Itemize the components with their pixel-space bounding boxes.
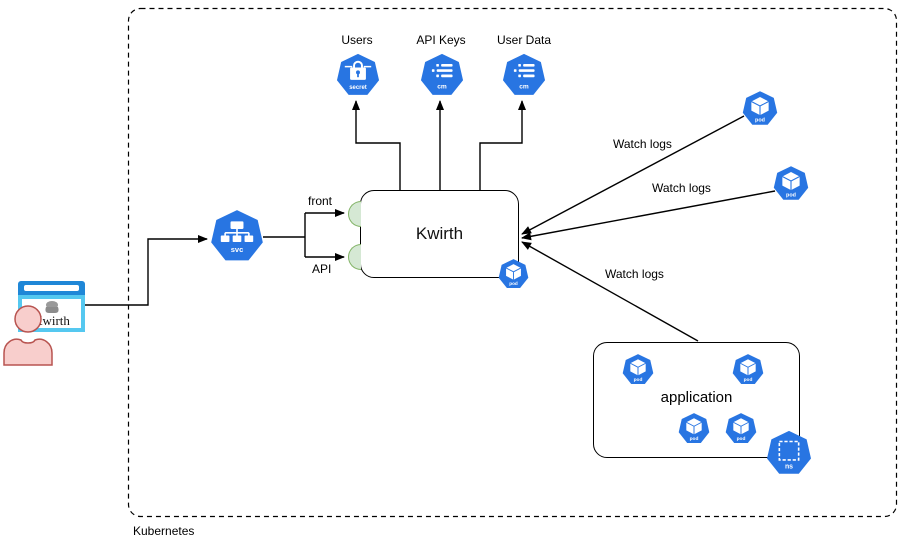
browser-title-bar [18, 281, 85, 295]
secret-icon: secret [336, 52, 380, 98]
browser-address-bar [24, 285, 79, 291]
configmap-icon: cm [420, 52, 464, 98]
connector-kwirth-to-cm2 [479, 100, 526, 190]
connector-kwirth-to-secret [352, 100, 401, 190]
watch-logs-label: Watch logs [652, 181, 711, 195]
service-icon: svc [210, 208, 264, 264]
secret-icon-label: secret [349, 85, 367, 91]
pod-icon-label: pod [744, 377, 753, 383]
configmap-icon-label: cm [437, 84, 447, 91]
namespace-icon: ns [766, 429, 812, 477]
pod-icon: pod [678, 412, 710, 445]
pod-icon-label: pod [509, 281, 518, 286]
pod-icon-label: pod [690, 436, 699, 442]
kubernetes-boundary [127, 7, 898, 518]
pod-icon-label: pod [634, 377, 643, 383]
pod-icon: pod [732, 353, 764, 386]
application-label: application [660, 389, 733, 406]
configmap-icon: cm [502, 52, 546, 98]
user-icon [3, 305, 53, 366]
connector-user-to-svc [85, 235, 208, 306]
kwirth-box: Kwirth [348, 190, 519, 278]
watch-logs-label: Watch logs [613, 137, 672, 151]
browser-content: Kwirth [22, 299, 81, 328]
kwirth-label: Kwirth [415, 224, 464, 243]
user-data-label: User Data [496, 33, 552, 47]
pod-icon: pod [622, 353, 654, 386]
pod-icon: pod [742, 90, 778, 127]
connector-app-watchlogs [521, 241, 699, 342]
pod-icon-label: pod [737, 436, 746, 442]
service-icon-label: svc [231, 245, 244, 254]
watch-logs-label: Watch logs [605, 267, 664, 281]
kubernetes-label: Kubernetes [133, 524, 195, 538]
connector-pod2-watchlogs [521, 190, 776, 241]
pod-icon: pod [725, 412, 757, 445]
front-port-label: front [308, 194, 333, 208]
pod-icon-label: pod [755, 117, 765, 123]
namespace-icon-label: ns [785, 464, 793, 471]
configmap-icon-label: cm [519, 84, 529, 91]
kwirth-logo-text: Kwirth [33, 313, 70, 328]
kwirth-logo-icon [44, 301, 59, 313]
pod-icon: pod [773, 165, 809, 202]
api-keys-label: API Keys [416, 33, 466, 47]
pod-icon: pod [498, 258, 529, 290]
pod-icon-label: pod [786, 192, 796, 198]
connector-pod1-watchlogs [521, 115, 745, 235]
api-port-label: API [312, 262, 332, 276]
users-label: Users [341, 33, 373, 47]
